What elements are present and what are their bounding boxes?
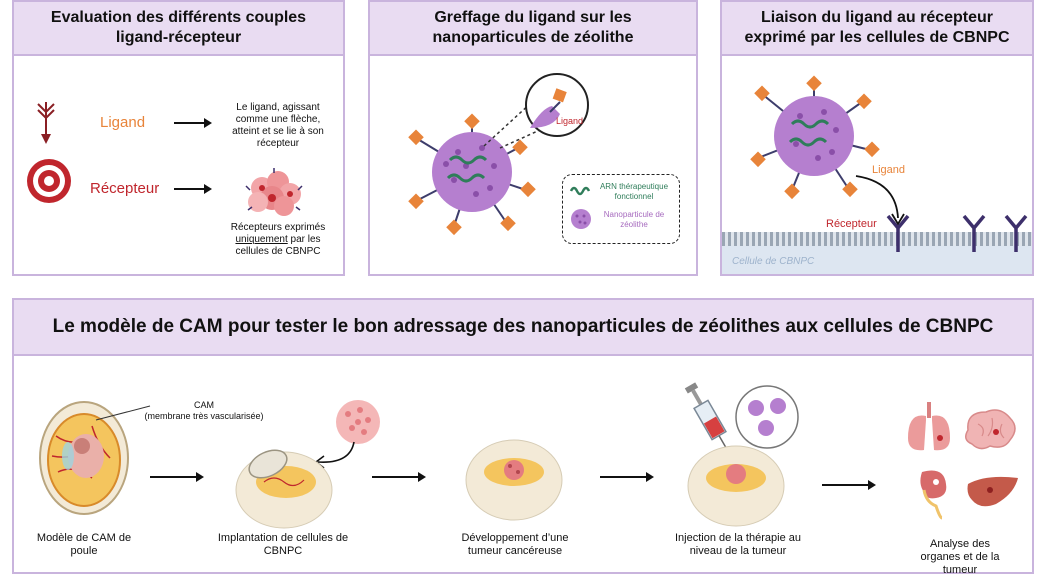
receptor-label-3: Récepteur bbox=[826, 218, 877, 230]
step-label-4: Injection de la thérapie au niveau de la… bbox=[675, 532, 801, 557]
lungs-icon bbox=[908, 402, 950, 451]
syringe-icon bbox=[684, 382, 729, 452]
receptor-desc-pre: Récepteurs exprimés bbox=[230, 222, 326, 233]
step-arrow-3 bbox=[600, 472, 654, 482]
egg-embryo-icon bbox=[39, 401, 129, 515]
step-arrow-2 bbox=[372, 472, 426, 482]
nanoparticle-bound-icon bbox=[750, 75, 880, 200]
panel-binding: Liaison du ligand au récepteur exprimé p… bbox=[720, 0, 1034, 276]
receptor-desc-underline: uniquement bbox=[235, 234, 288, 245]
panel-ligand-receptor: Evaluation des différents couples ligand… bbox=[12, 0, 345, 276]
receptor-icon-2 bbox=[962, 214, 986, 252]
legend-rna: ARN thérapeutique fonctionnel bbox=[599, 182, 669, 201]
cell-body bbox=[722, 246, 1032, 274]
zoom-ligand-label: Ligand bbox=[556, 116, 584, 126]
egg-open-icon bbox=[235, 449, 333, 529]
step-label-2: Implantation de cellules de CBNPC bbox=[217, 532, 349, 557]
panel-cam-model: Le modèle de CAM pour tester le bon adre… bbox=[12, 298, 1034, 576]
kidney-icon bbox=[920, 470, 947, 520]
rna-icon bbox=[569, 186, 591, 196]
receptor-label: Récepteur bbox=[90, 180, 160, 197]
nanoparticles-zoom-icon bbox=[735, 385, 799, 449]
legend-nanoparticle: Nanoparticule de zéolithe bbox=[603, 210, 665, 229]
brain-icon bbox=[965, 409, 1016, 450]
nanoparticle-legend-icon bbox=[571, 209, 591, 229]
arrow-icon bbox=[37, 102, 55, 144]
receptor-arrow bbox=[174, 184, 212, 194]
tumor-cells-cluster-icon bbox=[336, 400, 380, 444]
zoom-circle bbox=[525, 73, 589, 137]
binding-arrow bbox=[855, 175, 905, 226]
egg-tumor-icon bbox=[465, 439, 563, 521]
panel-1-title: Evaluation des différents couples ligand… bbox=[14, 2, 343, 56]
cell-label: Cellule de CBNPC bbox=[732, 256, 815, 267]
step-label-3: Développement d’une tumeur cancéreuse bbox=[461, 532, 569, 557]
panel-4-title: Le modèle de CAM pour tester le bon adre… bbox=[14, 300, 1032, 356]
cam-label: CAM (membrane très vascularisée) bbox=[144, 400, 264, 422]
liver-icon bbox=[967, 476, 1018, 507]
step-arrow-4 bbox=[822, 480, 876, 490]
step-label-5: Analyse des organes et de la tumeur bbox=[920, 538, 1000, 576]
receptor-icon-3 bbox=[1004, 214, 1028, 252]
cell-membrane bbox=[722, 232, 1032, 246]
tumor-cells-icon bbox=[245, 168, 303, 216]
receptor-description: Récepteurs exprimés uniquement par les c… bbox=[222, 222, 334, 258]
cam-subtitle: (membrane très vascularisée) bbox=[144, 411, 264, 421]
target-icon bbox=[27, 159, 71, 203]
cam-title: CAM bbox=[194, 400, 214, 410]
legend-box bbox=[562, 174, 680, 244]
panel-3-title: Liaison du ligand au récepteur exprimé p… bbox=[722, 2, 1032, 56]
nanoparticle-icon bbox=[408, 113, 536, 236]
cam-pointer-line bbox=[95, 405, 151, 421]
panel-2-title: Greffage du ligand sur les nanoparticule… bbox=[370, 2, 696, 56]
panel-grafting: Greffage du ligand sur les nanoparticule… bbox=[368, 0, 698, 276]
step-label-1: Modèle de CAM de poule bbox=[36, 532, 132, 557]
step-arrow-1 bbox=[150, 472, 204, 482]
ligand-description: Le ligand, agissant comme une flèche, at… bbox=[232, 102, 324, 149]
receptor-icon-1 bbox=[886, 214, 910, 252]
ligand-label: Ligand bbox=[100, 114, 146, 131]
ligand-arrow bbox=[174, 118, 212, 128]
egg-injection-icon bbox=[687, 445, 785, 527]
receptor-desc-post: par les cellules de CBNPC bbox=[235, 234, 321, 257]
zoom-dashed-lines bbox=[483, 101, 541, 149]
ligand-label-3: Ligand bbox=[872, 164, 906, 176]
